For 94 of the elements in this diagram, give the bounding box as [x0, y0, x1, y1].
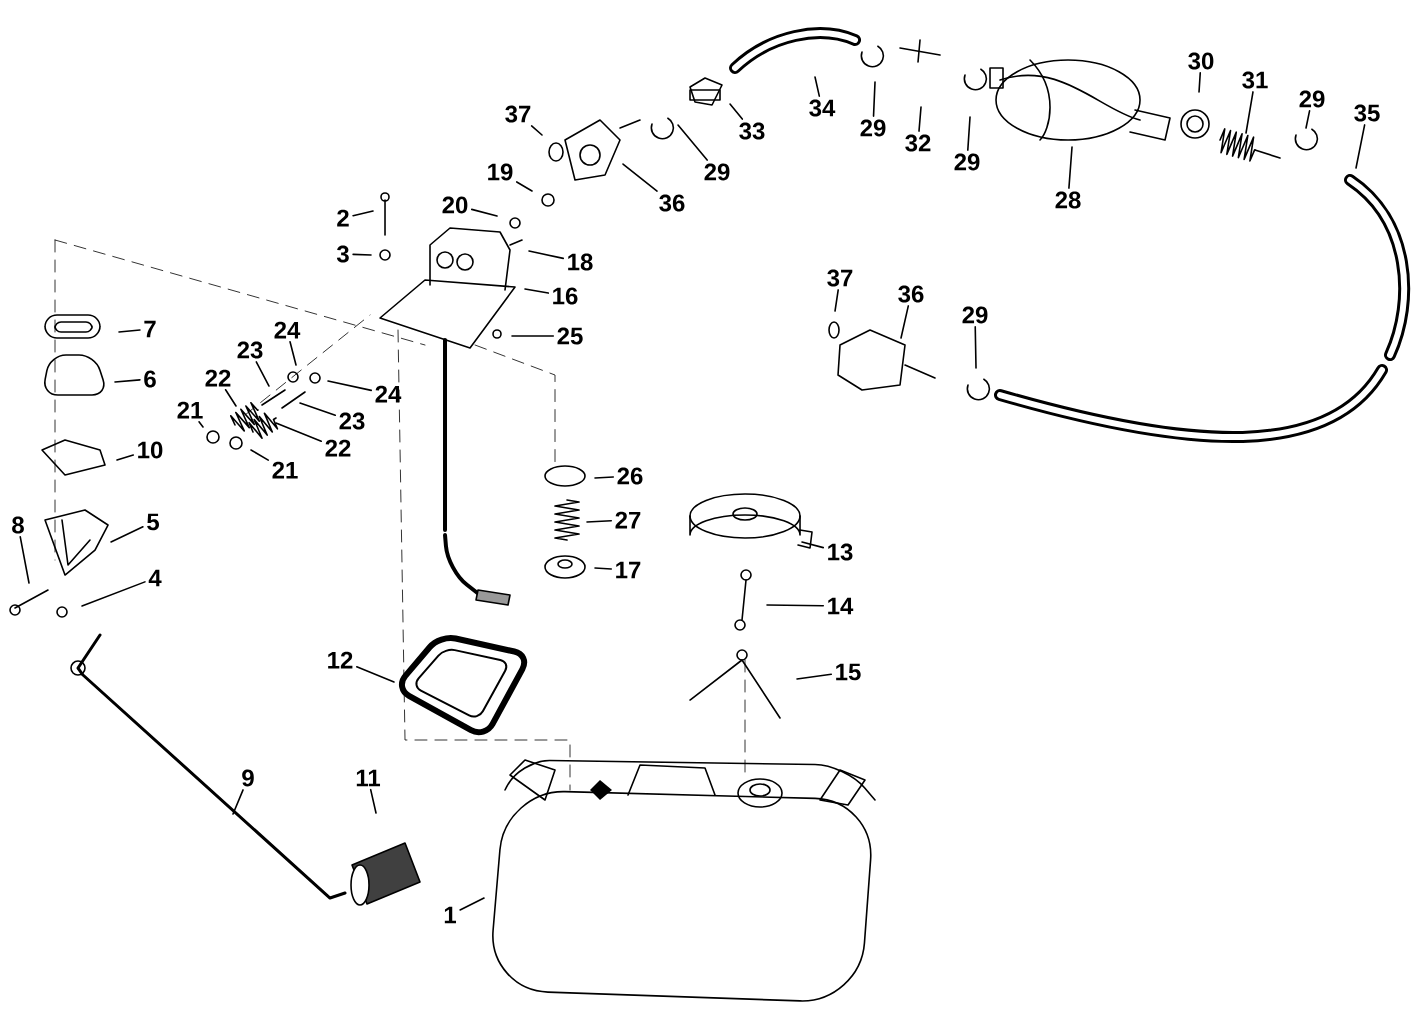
leader-line — [250, 449, 270, 461]
callout-number: 8 — [12, 516, 24, 534]
callout-number: 29 — [860, 119, 886, 137]
callout-number: 11 — [356, 769, 380, 787]
callout-number: 1 — [444, 906, 456, 924]
leader-line — [528, 250, 565, 260]
callout-number: 21 — [272, 461, 298, 479]
leader-line — [622, 163, 658, 192]
leader-line — [352, 210, 374, 217]
leader-line — [594, 476, 615, 479]
callout-number: 37 — [827, 269, 853, 287]
leader-line — [900, 305, 910, 339]
callout-number: 14 — [828, 597, 854, 615]
callout-number: 15 — [836, 663, 861, 681]
leader-line — [801, 541, 825, 549]
callout-number: 16 — [553, 287, 578, 305]
callout-number: 18 — [568, 253, 593, 271]
callout-number: 3 — [336, 245, 349, 263]
callout-number: 24 — [274, 321, 301, 339]
leader-line — [19, 536, 30, 584]
callout-number: 12 — [328, 651, 353, 669]
leader-line — [459, 897, 485, 911]
leader-line — [116, 454, 135, 461]
leader-line — [352, 253, 372, 256]
callout-number: 22 — [325, 439, 351, 457]
leader-line — [114, 379, 141, 383]
callout-number: 32 — [905, 134, 931, 152]
leader-line — [814, 76, 821, 97]
leader-line — [1305, 110, 1311, 129]
callout-number: 22 — [205, 369, 231, 387]
leader-line — [275, 422, 323, 443]
leader-line — [729, 103, 744, 120]
callout-number: 23 — [339, 412, 365, 430]
callout-number: 34 — [809, 99, 836, 117]
leader-line — [766, 604, 825, 607]
leader-line — [299, 402, 337, 416]
leader-line — [355, 666, 395, 683]
callout-number: 24 — [375, 385, 402, 403]
callout-number: 30 — [1188, 52, 1214, 70]
leader-line — [289, 341, 297, 366]
callout-number: 35 — [1354, 104, 1380, 122]
callout-number: 26 — [617, 467, 643, 485]
callout-number: 7 — [144, 320, 156, 338]
leader-line — [967, 116, 971, 151]
leader-line — [1198, 72, 1202, 93]
leader-line — [1245, 91, 1254, 134]
leader-line — [974, 326, 977, 369]
leader-line — [198, 420, 204, 428]
leader-line — [470, 208, 498, 217]
callout-number: 20 — [442, 196, 468, 214]
leader-line — [677, 124, 708, 161]
callout-number: 2 — [337, 209, 349, 227]
leader-line — [255, 361, 270, 387]
callout-number: 4 — [148, 569, 162, 587]
callout-number: 29 — [1299, 90, 1325, 108]
leader-line — [511, 335, 555, 337]
callout-number: 27 — [615, 511, 641, 529]
callout-number: 25 — [557, 327, 583, 345]
leader-line — [118, 329, 141, 333]
callout-number: 5 — [147, 513, 159, 531]
callout-number: 17 — [616, 561, 641, 579]
leader-line — [224, 389, 237, 407]
leader-line — [81, 581, 146, 607]
callout-number: 33 — [739, 122, 765, 140]
callout-number: 13 — [828, 543, 853, 561]
leader-line — [524, 288, 550, 294]
leader-line — [594, 567, 613, 570]
leader-line — [918, 106, 922, 132]
leader-line — [369, 788, 377, 814]
callout-number: 23 — [237, 341, 263, 359]
callout-number: 28 — [1055, 191, 1081, 209]
callout-number: 6 — [144, 370, 156, 388]
leader-line — [515, 181, 533, 192]
leader-line — [327, 380, 373, 392]
callout-number: 31 — [1242, 71, 1268, 89]
leader-line — [232, 789, 244, 815]
callout-number: 36 — [659, 194, 685, 212]
leader-line — [796, 673, 833, 680]
leader-line — [1355, 124, 1366, 169]
callout-number: 10 — [138, 441, 163, 459]
callout-number: 21 — [177, 401, 203, 419]
leader-line — [110, 526, 144, 543]
callout-number: 29 — [962, 306, 988, 324]
callout-number: 9 — [242, 769, 254, 787]
callout-number: 37 — [505, 105, 531, 123]
leader-line — [1068, 146, 1073, 189]
callout-number: 29 — [954, 153, 980, 171]
leader-line — [530, 125, 543, 136]
callout-number: 29 — [704, 163, 730, 181]
callout-number: 36 — [898, 285, 924, 303]
callout-number: 19 — [488, 163, 513, 181]
leader-line — [834, 289, 839, 312]
leader-line — [872, 81, 876, 117]
leader-line — [586, 520, 613, 523]
